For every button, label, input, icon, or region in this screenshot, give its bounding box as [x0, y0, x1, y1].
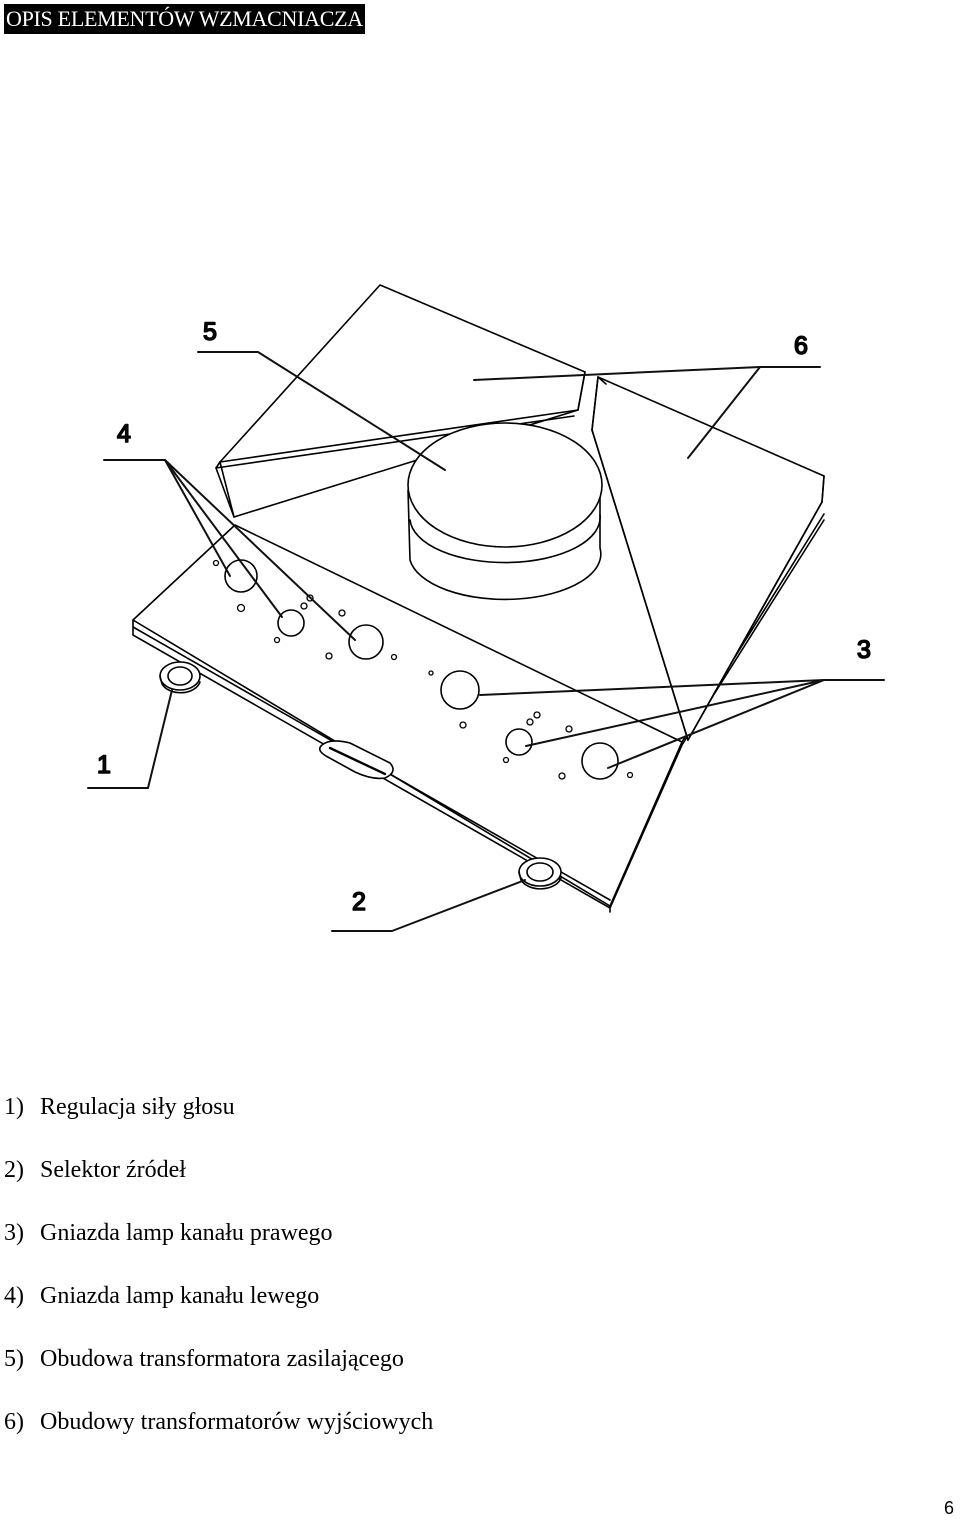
legend-text: Gniazda lamp kanału lewego [40, 1283, 320, 1309]
callout-6: 6 [794, 332, 808, 360]
page-number: 6 [943, 1498, 954, 1518]
legend-item: 3)Gniazda lamp kanału prawego [4, 1220, 333, 1246]
legend-item: 1)Regulacja siły głosu [4, 1094, 235, 1120]
callout-4: 4 [117, 420, 131, 448]
legend-text: Regulacja siły głosu [40, 1094, 235, 1120]
callout-2: 2 [352, 888, 366, 916]
legend-item: 4)Gniazda lamp kanału lewego [4, 1283, 320, 1309]
power-transformer-cover [215, 284, 586, 518]
legend-item: 2)Selektor źródeł [4, 1157, 186, 1183]
selector-knob [518, 857, 562, 890]
legend-text: Gniazda lamp kanału prawego [40, 1220, 333, 1246]
callout-1: 1 [97, 751, 111, 779]
page-title: OPIS ELEMENTÓW WZMACNIACZA [4, 4, 365, 34]
legend-item: 5)Obudowa transformatora zasilającego [4, 1346, 404, 1372]
legend-text: Obudowy transformatorów wyjściowych [40, 1409, 434, 1435]
tube-sockets [224, 559, 619, 780]
amplifier-diagram: 5 6 4 3 1 2 [87, 284, 885, 932]
output-transformer-covers [591, 376, 825, 741]
front-badge [318, 740, 394, 780]
callout-3: 3 [857, 636, 871, 664]
component-legend: 1)Regulacja siły głosu 2)Selektor źródeł… [4, 1092, 433, 1470]
legend-text: Obudowa transformatora zasilającego [40, 1346, 404, 1372]
callout-5: 5 [203, 318, 217, 346]
legend-text: Selektor źródeł [40, 1157, 186, 1183]
leader-lines [87, 351, 885, 932]
volume-knob [159, 661, 201, 694]
power-transformer-can [407, 422, 603, 601]
mounting-holes [212, 559, 634, 780]
legend-item: 6)Obudowy transformatorów wyjściowych [4, 1409, 434, 1435]
